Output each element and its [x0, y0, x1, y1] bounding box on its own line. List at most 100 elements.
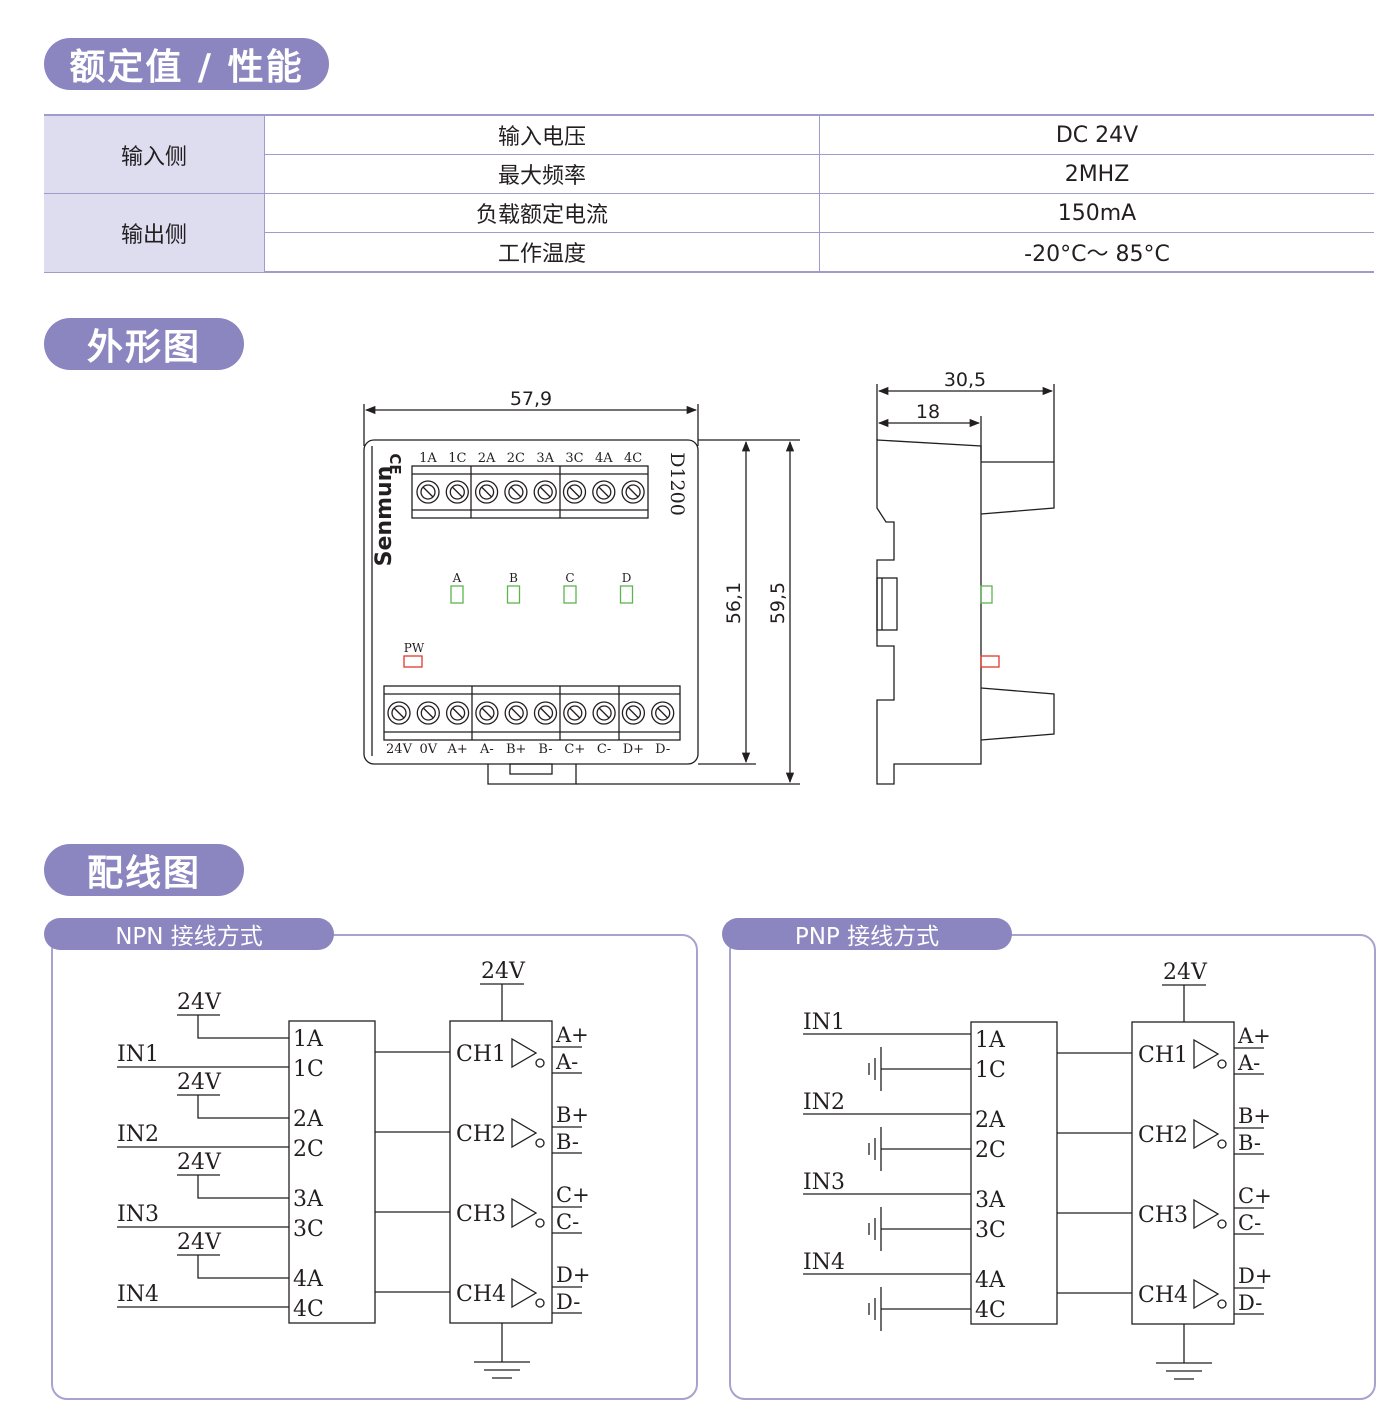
- bottom-terminal-label: C-: [597, 742, 611, 757]
- channel-supply-label: 24V: [481, 959, 526, 984]
- bottom-terminal-label: 24V: [386, 742, 413, 757]
- screw-head-icon: [420, 705, 436, 721]
- value-input-voltage: DC 24V: [819, 114, 1374, 155]
- screw-head-icon: [537, 705, 554, 721]
- screw-icon: [533, 701, 558, 725]
- pnp-diagram: 24V1A1CCH1A+A-IN12A2CCH2B+B-IN23A3CCH3C+…: [803, 960, 1272, 1380]
- screw-head-icon: [479, 705, 495, 721]
- pin-label: 1A: [293, 1027, 324, 1052]
- screw-head-icon: [596, 484, 612, 500]
- buffer-icon: [511, 1117, 538, 1149]
- inverter-bubble-icon: [1217, 1299, 1227, 1309]
- channel-module-box: [1131, 1021, 1235, 1325]
- value-load-current: 150mA: [819, 193, 1374, 233]
- value-max-frequency: 2MHZ: [819, 154, 1374, 194]
- input-module-box: [288, 1020, 376, 1324]
- buffer-icon: [1193, 1118, 1220, 1150]
- pin-label: 3C: [975, 1218, 1006, 1243]
- screw-head-icon: [508, 705, 524, 721]
- pin-label: 3C: [293, 1217, 324, 1242]
- buffer-icon: [1193, 1038, 1220, 1070]
- inverter-bubble-icon: [535, 1058, 545, 1068]
- input-label: IN3: [117, 1202, 159, 1227]
- screw-icon: [563, 701, 587, 725]
- channel-label: CH3: [456, 1202, 506, 1227]
- pin-label: 3A: [293, 1187, 324, 1212]
- ratings-table: 输入侧 输入电压 DC 24V 最大频率 2MHZ 输出侧 负载额定电流 150…: [44, 114, 1374, 273]
- pin-label: 2A: [975, 1108, 1006, 1133]
- screw-slot-icon: [393, 707, 405, 719]
- output-label-minus: C-: [556, 1210, 579, 1234]
- screw-icon: [621, 701, 646, 725]
- channel-supply-label: 24V: [1163, 960, 1208, 985]
- bottom-terminal-label: 0V: [419, 742, 437, 757]
- screw-head-icon: [655, 705, 671, 721]
- screw-head-icon: [625, 484, 641, 500]
- pin-label: 4A: [293, 1267, 324, 1292]
- screw-slot-icon: [481, 707, 493, 719]
- pin-label: 1C: [975, 1058, 1006, 1083]
- pnp-panel: [729, 934, 1376, 1400]
- bottom-terminal-label: B+: [506, 742, 526, 757]
- channel-label: CH4: [456, 1282, 506, 1307]
- input-supply-label: 24V: [177, 1150, 222, 1175]
- led-label: C: [565, 571, 574, 585]
- screw-head-icon: [625, 705, 642, 721]
- bottom-screws: [387, 701, 675, 725]
- inverter-bubble-icon: [1217, 1219, 1227, 1229]
- side-view: [876, 384, 1055, 785]
- top-terminal-label: 4A: [595, 451, 613, 466]
- screw-slot-icon: [569, 486, 580, 498]
- pin-label: 4C: [975, 1298, 1006, 1323]
- dim-width: 57,9: [510, 388, 552, 410]
- screw-icon: [445, 480, 469, 504]
- output-label-plus: B+: [1238, 1104, 1271, 1128]
- screw-slot-icon: [627, 707, 639, 719]
- screw-icon: [621, 480, 645, 504]
- ratings-section-title: 额定值 / 性能: [44, 38, 329, 90]
- screw-head-icon: [567, 705, 583, 721]
- input-label: IN3: [803, 1170, 845, 1195]
- input-supply-label: 24V: [177, 990, 222, 1015]
- input-label: IN1: [117, 1042, 159, 1067]
- top-terminal-label: 4C: [624, 451, 642, 466]
- screw-head-icon: [596, 705, 612, 721]
- channel-label: CH1: [456, 1042, 506, 1067]
- screw-head-icon: [449, 705, 466, 721]
- screw-icon: [387, 701, 411, 725]
- input-label: IN4: [803, 1250, 845, 1275]
- screw-icon: [592, 701, 616, 725]
- output-label-minus: D-: [556, 1290, 580, 1314]
- led-indicator: [506, 585, 521, 604]
- inverter-bubble-icon: [535, 1218, 545, 1228]
- pin-label: 2A: [293, 1107, 324, 1132]
- inverter-bubble-icon: [1217, 1139, 1227, 1149]
- front-view: [363, 404, 800, 785]
- input-label: IN2: [803, 1090, 845, 1115]
- wiring-section-title: 配线图: [44, 844, 244, 896]
- screw-slot-icon: [540, 707, 551, 719]
- screw-icon: [416, 480, 440, 504]
- led-indicator: [563, 585, 577, 604]
- screw-slot-icon: [657, 707, 669, 719]
- pin-label: 1C: [293, 1057, 324, 1082]
- buffer-icon: [1193, 1198, 1220, 1230]
- screw-icon: [592, 480, 616, 504]
- pin-label: 4A: [975, 1268, 1006, 1293]
- inverter-bubble-icon: [535, 1298, 545, 1308]
- channel-label: CH1: [1138, 1043, 1188, 1068]
- led-indicator: [450, 585, 464, 604]
- screw-slot-icon: [422, 486, 434, 498]
- pin-label: 2C: [293, 1137, 324, 1162]
- led-label: D: [622, 571, 632, 585]
- output-label-plus: B+: [556, 1103, 589, 1127]
- top-terminal-label: 3A: [536, 451, 554, 466]
- bottom-terminal-label: B-: [538, 742, 552, 757]
- screw-icon: [474, 480, 499, 504]
- screw-slot-icon: [598, 486, 610, 498]
- screw-slot-icon: [481, 486, 493, 498]
- pnp-tab: PNP 接线方式: [722, 918, 1012, 950]
- dim-18: 18: [916, 401, 940, 423]
